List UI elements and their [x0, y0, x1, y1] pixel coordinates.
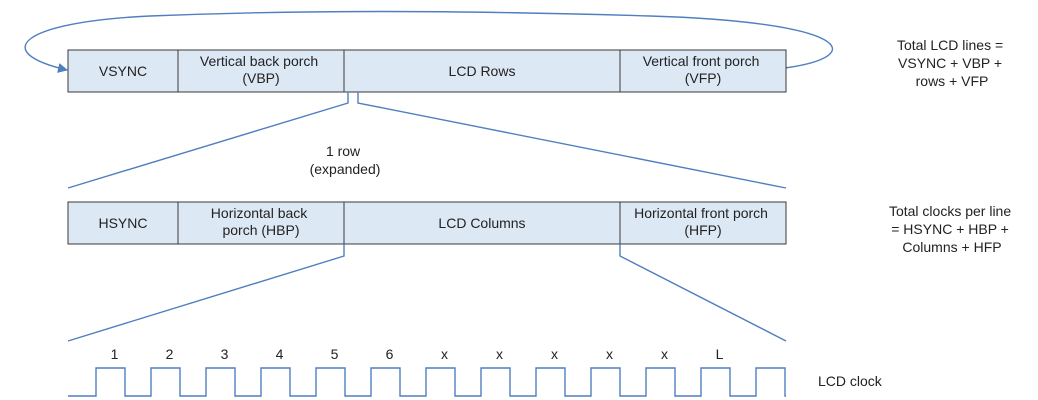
segment-vfp-label: Vertical front porch (VFP) [643, 53, 764, 86]
segment-hsync [67, 201, 179, 245]
segment-lcd-columns-label: LCD Columns [438, 215, 525, 231]
segment-lcd-rows-label: LCD Rows [449, 63, 516, 79]
segment-vfp-label-line-2: (VFP) [685, 70, 722, 86]
total-clocks-line-3: Columns + HFP [902, 239, 1001, 255]
segment-hbp-label-line-1: Horizontal back [211, 205, 308, 221]
total-lcd-lines-line-1: Total LCD lines = [897, 37, 1003, 53]
clock-pulse-labels: 1 2 3 4 5 6 x x x x x L [111, 346, 724, 362]
vertical-loop-arrow [24, 10, 834, 73]
total-clocks-line-2: = HSYNC + HBP + [891, 221, 1009, 237]
segment-vbp-label: Vertical back porch (VBP) [200, 53, 322, 86]
clock-pulse-label: 4 [276, 346, 284, 362]
segment-hfp-label-line-2: (HFP) [684, 222, 721, 238]
row-expanded-line-2: (expanded) [310, 161, 381, 177]
row-expanded-line-1: 1 row [326, 143, 361, 159]
row-expansion-connector [67, 92, 787, 189]
segment-vbp-label-line-1: Vertical back porch [200, 53, 318, 69]
total-clocks-line-1: Total clocks per line [889, 203, 1011, 219]
clock-pulse-label: 3 [221, 346, 229, 362]
lcd-clock-label: LCD clock [818, 373, 883, 389]
clock-pulse-label: 5 [331, 346, 339, 362]
segment-vfp [619, 49, 787, 93]
clock-pulse-label: 1 [111, 346, 119, 362]
segment-vbp [177, 49, 345, 93]
segment-hbp-label-line-2: porch (HBP) [222, 222, 299, 238]
clock-pulse-label: x [496, 346, 503, 362]
row-expanded-label: 1 row (expanded) [310, 143, 381, 177]
clock-pulse-label: x [441, 346, 448, 362]
segment-vsync-label: VSYNC [99, 63, 147, 79]
clock-waveform [68, 367, 786, 397]
total-lcd-lines-line-3: rows + VFP [916, 73, 989, 89]
vertical-timing-bar: VSYNC Vertical back porch (VBP) LCD Rows… [67, 49, 787, 93]
clock-pulse-label: x [606, 346, 613, 362]
segment-vfp-label-line-1: Vertical front porch [643, 53, 760, 69]
segment-lcd-rows [343, 49, 621, 93]
clock-pulse-label: 2 [166, 346, 174, 362]
segment-hfp-label: Horizontal front porch (HFP) [634, 205, 772, 238]
segment-hbp-label: Horizontal back porch (HBP) [211, 205, 311, 238]
segment-lcd-columns [343, 201, 621, 245]
segment-hfp [619, 201, 787, 245]
total-clocks-note: Total clocks per line = HSYNC + HBP + Co… [889, 203, 1015, 255]
segment-vbp-label-line-2: (VBP) [242, 70, 279, 86]
total-lcd-lines-line-2: VSYNC + VBP + [898, 55, 1002, 71]
segment-hsync-label: HSYNC [98, 215, 147, 231]
column-expansion-connector [67, 244, 787, 342]
horizontal-timing-bar: HSYNC Horizontal back porch (HBP) LCD Co… [67, 201, 787, 245]
segment-hfp-label-line-1: Horizontal front porch [634, 205, 768, 221]
clock-pulse-label: x [661, 346, 668, 362]
total-lcd-lines-note: Total LCD lines = VSYNC + VBP + rows + V… [897, 37, 1007, 89]
segment-hbp [177, 201, 345, 245]
clock-pulse-label: L [716, 346, 724, 362]
clock-pulse-label: x [551, 346, 558, 362]
clock-pulse-label: 6 [386, 346, 394, 362]
